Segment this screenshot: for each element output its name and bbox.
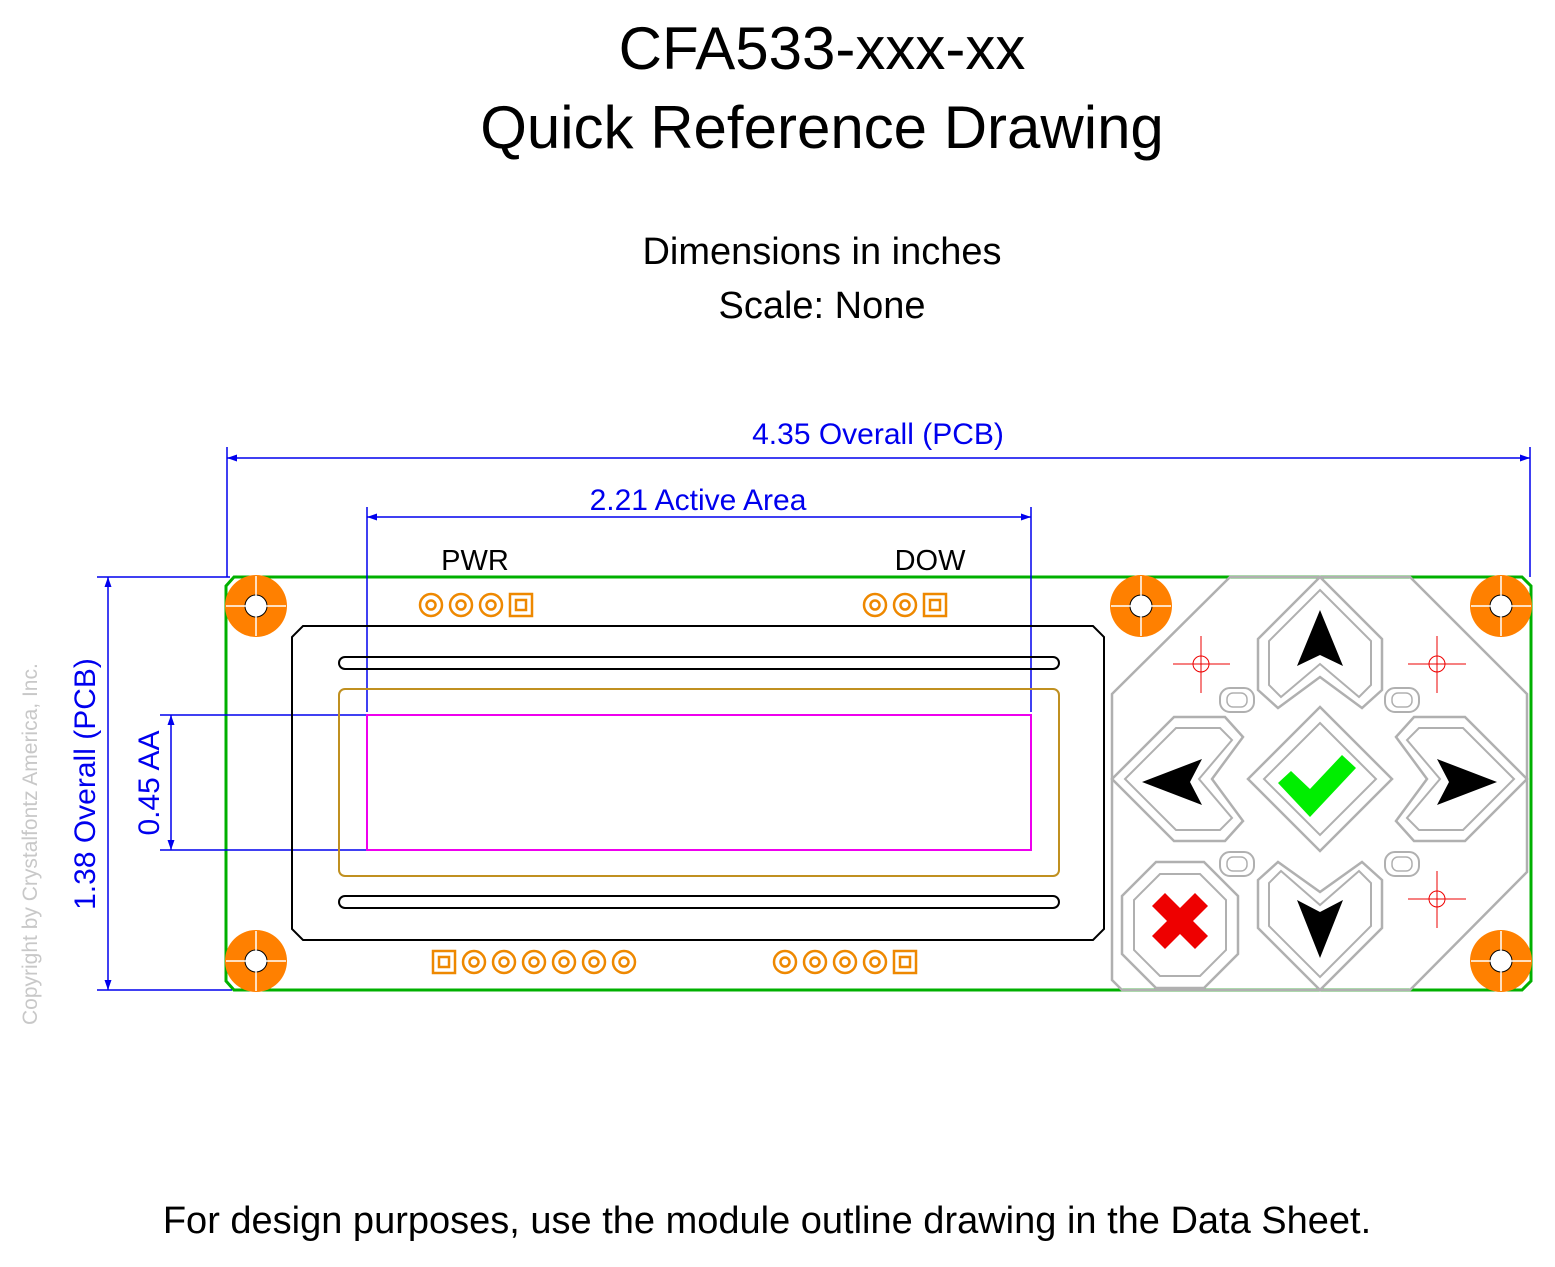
mounting-hole bbox=[1470, 575, 1532, 637]
pcb-outline bbox=[224, 575, 1533, 992]
up-key[interactable] bbox=[1256, 575, 1384, 710]
bottom-left-connector bbox=[431, 949, 637, 975]
title-line2: Quick Reference Drawing bbox=[480, 94, 1164, 161]
led-slot bbox=[1219, 687, 1255, 713]
enter-key[interactable] bbox=[1246, 705, 1394, 853]
right-arrow-icon bbox=[1437, 759, 1497, 805]
up-arrow-icon bbox=[1297, 610, 1343, 666]
led-slot bbox=[1219, 851, 1255, 877]
crosshair-mark bbox=[1408, 871, 1466, 928]
lcd-active-area bbox=[366, 714, 1032, 851]
lcd-bottom-strip bbox=[338, 895, 1060, 909]
led-slot bbox=[1226, 856, 1248, 872]
led-slot bbox=[1384, 687, 1420, 713]
led-slot bbox=[1226, 692, 1248, 708]
down-key[interactable] bbox=[1256, 860, 1384, 992]
lcd-top-strip bbox=[338, 656, 1060, 670]
dow-connector-label: DOW bbox=[895, 545, 967, 577]
mounting-hole bbox=[1470, 930, 1532, 992]
dow-connector bbox=[862, 592, 948, 618]
dimension-overall-width bbox=[226, 447, 1531, 577]
cancel-x-icon bbox=[1152, 893, 1208, 949]
dimension-overall-height-label: 1.38 Overall (PCB) bbox=[69, 658, 102, 910]
left-key[interactable] bbox=[1110, 715, 1245, 843]
dimension-active-height-label: 0.45 AA bbox=[133, 730, 166, 835]
dimension-overall-width-label: 4.35 Overall (PCB) bbox=[752, 418, 1004, 451]
cancel-key[interactable] bbox=[1120, 860, 1240, 990]
dimension-active-width bbox=[366, 507, 1032, 712]
mounting-hole bbox=[225, 575, 287, 637]
lcd-glass-outline bbox=[291, 625, 1105, 941]
down-arrow-icon bbox=[1297, 900, 1343, 958]
led-slot bbox=[1391, 856, 1413, 872]
scale-note: Scale: None bbox=[718, 285, 925, 327]
mounting-hole bbox=[1110, 575, 1172, 637]
mounting-hole bbox=[225, 930, 287, 992]
right-key[interactable] bbox=[1394, 715, 1529, 843]
left-arrow-icon bbox=[1142, 759, 1202, 805]
crosshair-mark bbox=[1408, 636, 1466, 693]
keypad-outline bbox=[1110, 575, 1529, 992]
dimension-active-height bbox=[160, 714, 367, 851]
crosshair-mark bbox=[1173, 636, 1230, 693]
title-line1: CFA533-xxx-xx bbox=[619, 15, 1026, 82]
check-icon bbox=[1278, 755, 1356, 817]
pwr-connector bbox=[418, 592, 534, 618]
bottom-right-connector bbox=[772, 949, 918, 975]
dimensions-note: Dimensions in inches bbox=[642, 231, 1001, 273]
led-slot bbox=[1391, 692, 1413, 708]
led-slot bbox=[1384, 851, 1420, 877]
dimension-overall-height bbox=[97, 576, 232, 991]
dimension-active-width-label: 2.21 Active Area bbox=[590, 484, 807, 517]
copyright-text: Copyright by Crystalfontz America, Inc. bbox=[19, 663, 42, 1025]
lcd-viewing-area bbox=[338, 688, 1060, 877]
pwr-connector-label: PWR bbox=[441, 545, 509, 577]
footer-note: For design purposes, use the module outl… bbox=[163, 1200, 1371, 1242]
